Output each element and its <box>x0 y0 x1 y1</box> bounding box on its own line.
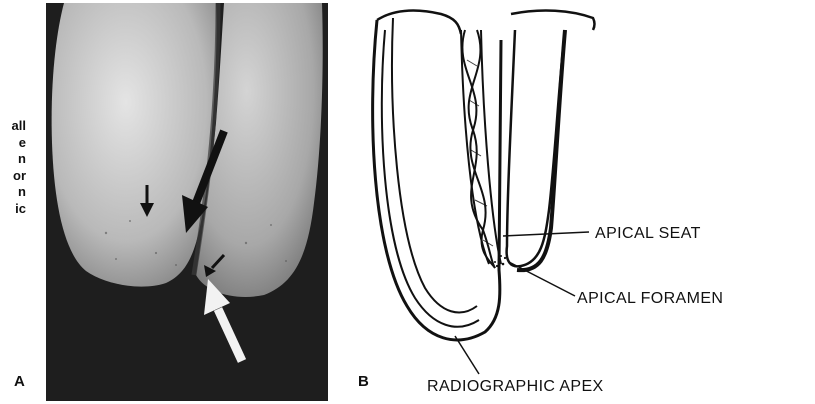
truncated-caption-text: all e n or n ic <box>0 118 26 217</box>
label-radiographic-apex: RADIOGRAPHIC APEX <box>427 378 604 395</box>
caption-line: n <box>0 151 26 168</box>
apical-foramen-leader <box>509 262 575 296</box>
label-apical-seat: APICAL SEAT <box>595 225 701 242</box>
caption-line: or <box>0 168 26 185</box>
left-root-lobe <box>52 3 217 287</box>
tooth-root-photograph <box>46 3 328 401</box>
radiographic-apex-leader <box>455 336 479 374</box>
caption-line: all <box>0 118 26 135</box>
caption-line: ic <box>0 201 26 218</box>
label-apical-foramen: APICAL FORAMEN <box>577 290 723 307</box>
apex-line-drawing: APICAL SEAT APICAL FORAMEN RADIOGRAPHIC … <box>345 0 815 404</box>
caption-line: n <box>0 184 26 201</box>
panel-a-letter: A <box>14 373 25 390</box>
twisted-filling-cone <box>461 30 501 268</box>
caption-line: e <box>0 135 26 152</box>
